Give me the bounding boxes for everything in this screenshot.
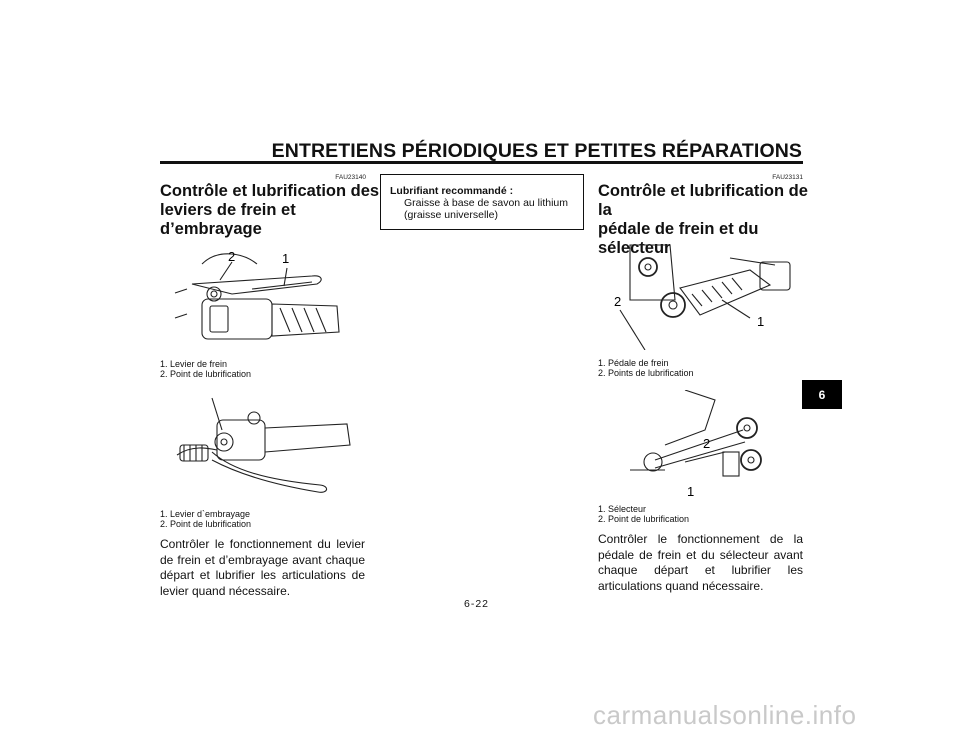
brake-lever-illustration: 2 1 — [174, 249, 340, 340]
callout-2: 2 — [228, 249, 235, 264]
section-title-line: sélecteur — [598, 239, 671, 257]
caption-line: 2. Point de lubrification — [160, 519, 252, 529]
section-title: Contrôle et lubrification de la pédale d… — [598, 182, 813, 258]
page-number: 6-22 — [464, 598, 490, 610]
watermark: carmanualsonline.info — [593, 700, 857, 730]
figure-caption: 1. Levier de frein 2. Point de lubrifica… — [160, 359, 251, 379]
callout-2: 2 — [614, 294, 621, 309]
caption-line: 1. Levier de frein — [160, 359, 228, 369]
section-title-line: Contrôle et lubrification de la — [598, 182, 808, 219]
caption-line: 1. Sélecteur — [598, 504, 647, 514]
figure-caption: 1. Sélecteur 2. Point de lubrification — [598, 504, 689, 524]
chapter-tab: 6 — [802, 380, 842, 409]
section-title: Contrôle et lubrification des leviers de… — [160, 182, 380, 239]
callout-1: 1 — [757, 314, 764, 329]
figure-caption: 1. Levier d`embrayage 2. Point de lubrif… — [160, 509, 251, 529]
section-title-line: Contrôle et lubrification des — [160, 182, 380, 200]
callout-1: 1 — [687, 484, 694, 499]
lubricant-box: Lubrifiant recommandé : Graisse à base d… — [380, 174, 584, 230]
section-title-line: d’embrayage — [160, 220, 262, 238]
section-title-line: leviers de frein et — [160, 201, 296, 219]
body-paragraph: Contrôler le fonctionnement de la pédale… — [598, 532, 803, 593]
section-title-line: pédale de frein et du — [598, 220, 759, 238]
caption-line: 2. Points de lubrification — [598, 368, 694, 378]
caption-line: 2. Point de lubrification — [160, 369, 252, 379]
callout-1: 1 — [282, 251, 289, 266]
section-code: FAU23131 — [772, 174, 803, 181]
page-header-title: ENTRETIENS PÉRIODIQUES ET PETITES RÉPARA… — [271, 140, 802, 162]
figure-caption: 1. Pédale de frein 2. Points de lubrific… — [598, 358, 694, 378]
lubricant-line: Graisse à base de savon au lithium — [404, 197, 569, 209]
body-paragraph: Contrôler le fonctionnement du levier de… — [160, 537, 365, 598]
lubricant-line: (graisse universelle) — [404, 209, 498, 221]
callout-2: 2 — [703, 436, 710, 451]
brake-pedal-illustration: 2 1 — [614, 244, 791, 350]
section-code: FAU23140 — [335, 174, 366, 181]
clutch-lever-illustration — [176, 397, 351, 493]
lubricant-title: Lubrifiant recommandé : — [390, 185, 514, 197]
caption-line: 1. Pédale de frein — [598, 358, 669, 368]
caption-line: 2. Point de lubrification — [598, 514, 690, 524]
header-rule — [160, 161, 803, 164]
caption-line: 1. Levier d`embrayage — [160, 509, 251, 519]
shift-lever-illustration: 2 1 — [630, 390, 762, 499]
